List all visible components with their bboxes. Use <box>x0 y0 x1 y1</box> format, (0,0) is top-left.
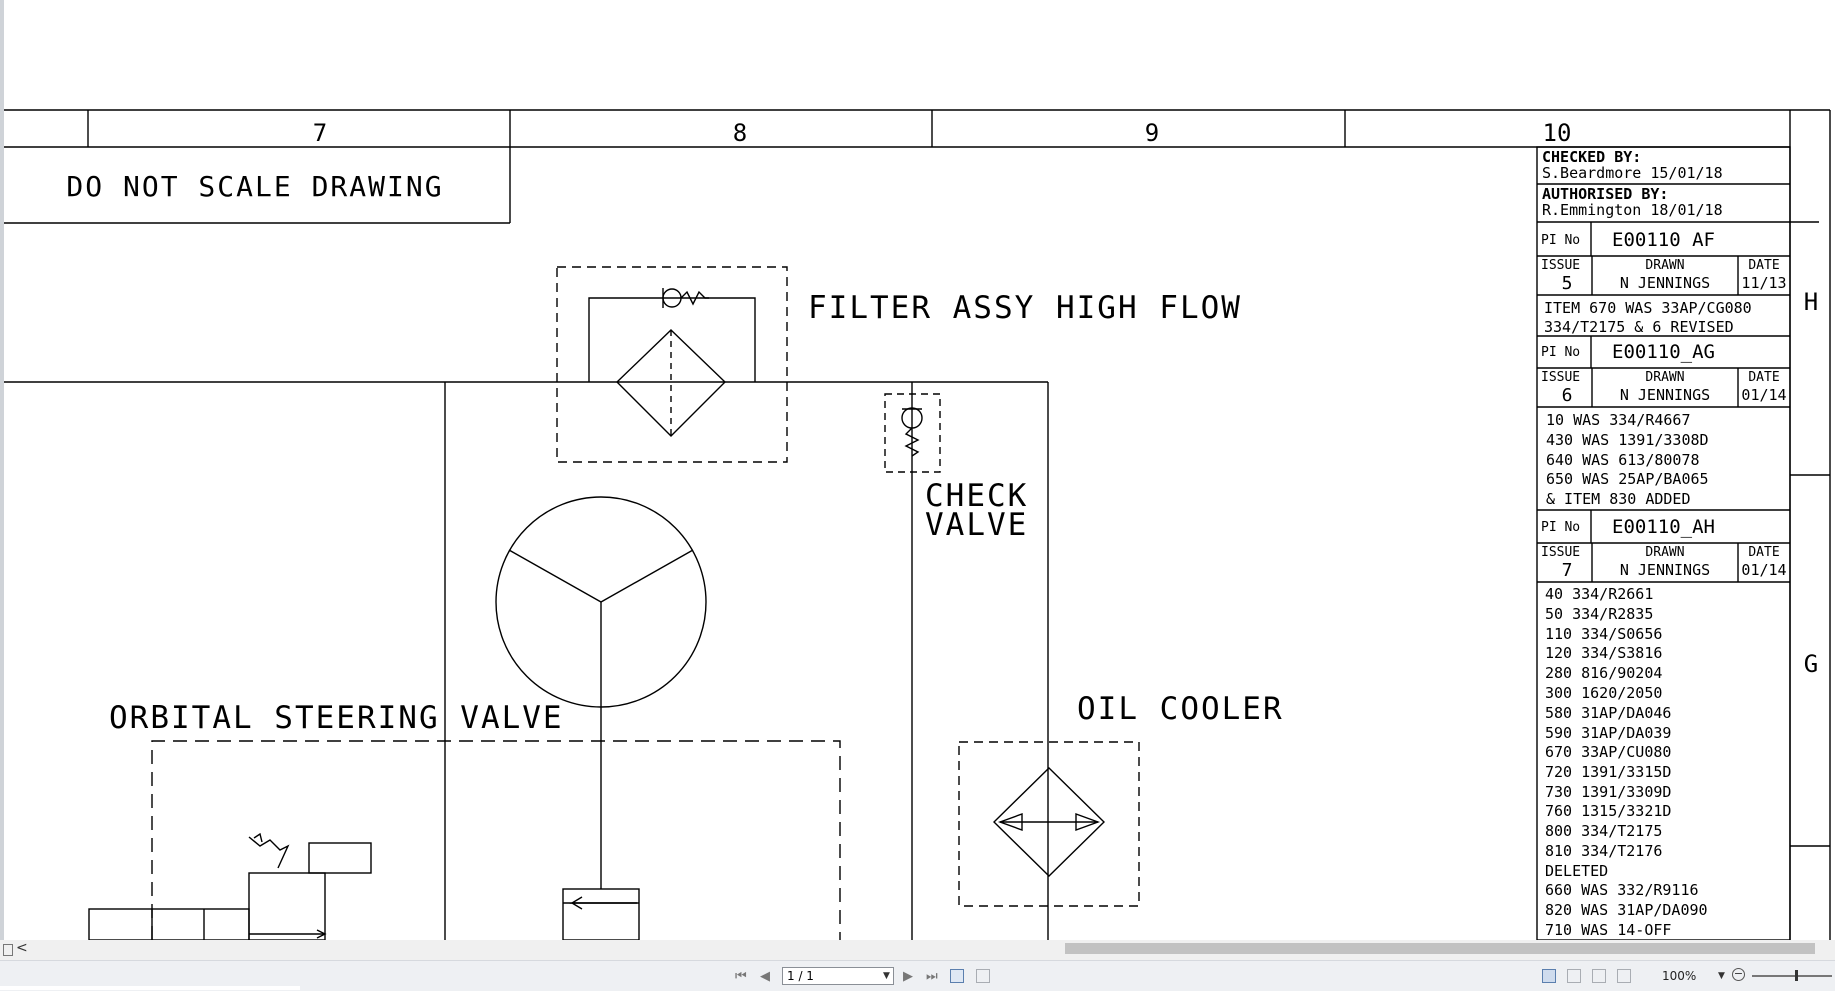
checked-by-label: CHECKED BY: <box>1542 148 1641 166</box>
date-label: DATE <box>1748 370 1779 385</box>
issue-label: ISSUE <box>1541 258 1580 273</box>
date-value: 01/14 <box>1741 561 1786 579</box>
column-number: 8 <box>733 119 747 147</box>
drawn-value: N JENNINGS <box>1620 386 1710 404</box>
last-page-icon[interactable]: ⏭ <box>926 969 938 984</box>
check-valve-label-line2: VALVE <box>925 507 1028 543</box>
revision-note: 580 31AP/DA046 <box>1545 704 1671 722</box>
zoom-out-icon[interactable]: − <box>1732 967 1745 981</box>
page-dropdown-icon[interactable]: ▼ <box>883 971 890 981</box>
filter-label: FILTER ASSY HIGH FLOW <box>808 290 1242 326</box>
continuous-view-icon[interactable] <box>1567 969 1581 983</box>
revision-note: 334/T2175 & 6 REVISED <box>1544 318 1734 336</box>
revision-note: 10 WAS 334/R4667 <box>1546 411 1691 429</box>
check-valve-label-line1: CHECK <box>925 478 1028 514</box>
revision-note: 40 334/R2661 <box>1545 585 1653 603</box>
revision-note: & ITEM 830 ADDED <box>1546 490 1691 508</box>
issue-label: ISSUE <box>1541 545 1580 560</box>
issue-label: ISSUE <box>1541 370 1580 385</box>
previous-page-icon[interactable]: ◀ <box>760 969 770 984</box>
zoom-slider[interactable] <box>1752 975 1832 977</box>
drawn-label: DRAWN <box>1645 545 1684 560</box>
previous-view-icon[interactable] <box>950 969 964 983</box>
zoom-slider-handle[interactable] <box>1795 970 1798 981</box>
issue-value: 5 <box>1562 273 1573 294</box>
oil-cooler-label: OIL COOLER <box>1077 691 1284 727</box>
revision-note: 660 WAS 332/R9116 <box>1545 881 1699 899</box>
revision-note: 50 334/R2835 <box>1545 605 1653 623</box>
revision-note: 650 WAS 25AP/BA065 <box>1546 470 1709 488</box>
revision-note: 760 1315/3321D <box>1545 802 1671 820</box>
revision-note: 670 33AP/CU080 <box>1545 743 1671 761</box>
first-page-icon[interactable]: ⏮ <box>735 969 747 984</box>
date-value: 01/14 <box>1741 386 1786 404</box>
pi-no-value: E00110_AH <box>1612 516 1715 538</box>
continuous-facing-view-icon[interactable] <box>1617 969 1631 983</box>
bottom-tab-strip <box>0 986 300 990</box>
revision-note: 810 334/T2176 <box>1545 842 1662 860</box>
revision-note: ITEM 670 WAS 33AP/CG080 <box>1544 299 1752 317</box>
page-number-input[interactable] <box>782 967 894 985</box>
date-label: DATE <box>1748 258 1779 273</box>
schematic-drawing: 7 8 9 10 H G DO NOT SCALE DRAWING FILTER… <box>4 109 1831 940</box>
do-not-scale-notice: DO NOT SCALE DRAWING <box>66 170 443 203</box>
column-number: 9 <box>1145 119 1159 147</box>
drawn-value: N JENNINGS <box>1620 274 1710 292</box>
scroll-left-button[interactable]: < <box>16 940 28 956</box>
revision-note: 110 334/S0656 <box>1545 625 1662 643</box>
revision-note: 820 WAS 31AP/DA090 <box>1545 901 1708 919</box>
row-letter: G <box>1804 650 1818 678</box>
next-view-icon[interactable] <box>976 969 990 983</box>
revision-note: 280 816/90204 <box>1545 664 1662 682</box>
pi-no-value: E00110_AG <box>1612 341 1715 363</box>
column-number: 10 <box>1543 119 1572 147</box>
revision-note: 800 334/T2175 <box>1545 822 1662 840</box>
revision-note: 720 1391/3315D <box>1545 763 1671 781</box>
date-label: DATE <box>1748 545 1779 560</box>
revision-note: 730 1391/3309D <box>1545 783 1671 801</box>
pi-no-value: E00110 AF <box>1612 229 1715 251</box>
steering-valve-label: ORBITAL STEERING VALVE <box>109 700 564 736</box>
drawn-label: DRAWN <box>1645 370 1684 385</box>
pi-no-label: PI No <box>1541 233 1580 248</box>
next-page-icon[interactable]: ▶ <box>903 969 913 984</box>
row-letter: H <box>1804 288 1818 316</box>
column-number: 7 <box>313 119 327 147</box>
issue-value: 7 <box>1562 560 1573 581</box>
viewer-toolbar: ⏮ ◀ ▼ ▶ ⏭ 100% ▼ − <box>0 960 1835 991</box>
checked-by-value: S.Beardmore 15/01/18 <box>1542 164 1723 182</box>
left-edge-bar <box>0 0 4 945</box>
revision-note: 590 31AP/DA039 <box>1545 724 1671 742</box>
pi-no-label: PI No <box>1541 520 1580 535</box>
revision-note: 710 WAS 14-OFF <box>1545 921 1671 939</box>
issue-value: 6 <box>1562 385 1573 406</box>
drawn-value: N JENNINGS <box>1620 561 1710 579</box>
horizontal-scrollbar-thumb[interactable] <box>1065 943 1815 954</box>
authorised-by-label: AUTHORISED BY: <box>1542 185 1668 203</box>
revision-note: DELETED <box>1545 862 1608 880</box>
zoom-dropdown-icon[interactable]: ▼ <box>1718 971 1725 981</box>
authorised-by-value: R.Emmington 18/01/18 <box>1542 201 1723 219</box>
revision-note: 430 WAS 1391/3308D <box>1546 431 1709 449</box>
scroll-corner-icon <box>3 944 13 956</box>
drawn-label: DRAWN <box>1645 258 1684 273</box>
revision-note: 640 WAS 613/80078 <box>1546 451 1700 469</box>
pi-no-label: PI No <box>1541 345 1580 360</box>
single-page-view-icon[interactable] <box>1542 969 1556 983</box>
revision-note: 120 334/S3816 <box>1545 644 1662 662</box>
horizontal-scrollbar[interactable]: < <box>0 940 1835 960</box>
zoom-level[interactable]: 100% <box>1662 969 1697 983</box>
date-value: 11/13 <box>1741 274 1786 292</box>
revision-note: 300 1620/2050 <box>1545 684 1662 702</box>
facing-view-icon[interactable] <box>1592 969 1606 983</box>
